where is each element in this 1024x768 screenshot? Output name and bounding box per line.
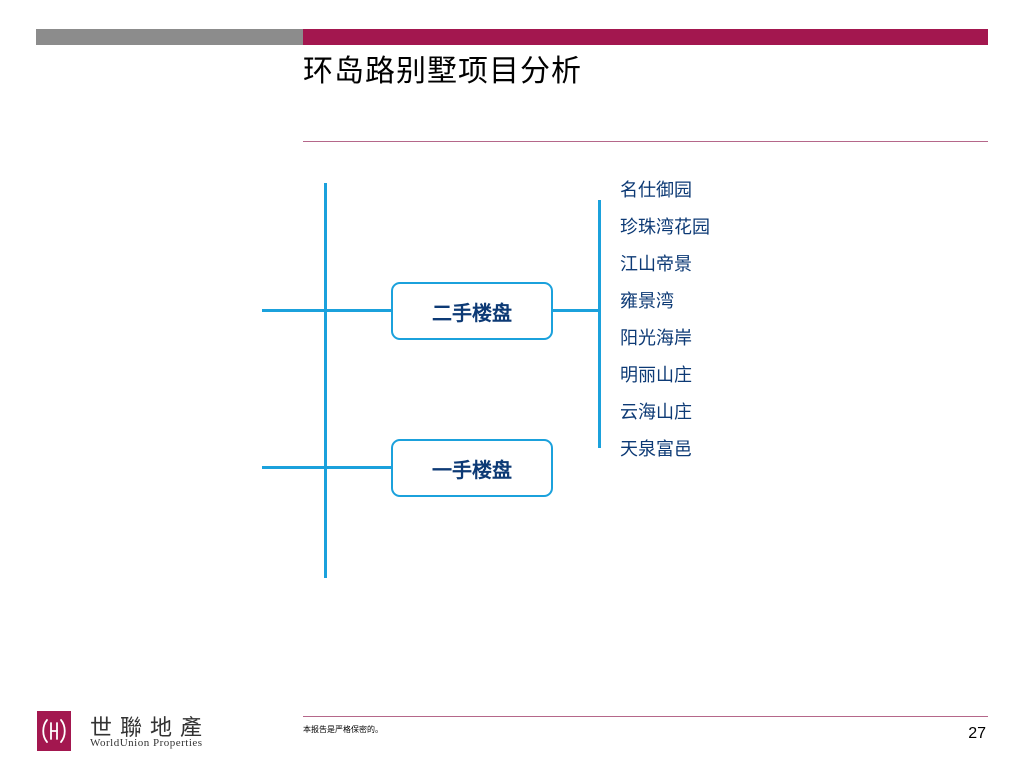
footer-divider [303,716,988,717]
list-item: 雍景湾 [620,291,674,312]
header-bar-brand [303,29,988,45]
second-hand-property-node: 二手楼盘 [391,282,553,340]
first-hand-property-node: 一手楼盘 [391,439,553,497]
first-hand-property-label: 一手楼盘 [432,457,512,482]
branch-connector-second-hand [262,309,392,312]
list-item: 名仕御园 [620,180,692,201]
header-bar-gray [36,29,303,45]
list-item: 珍珠湾花园 [620,217,710,238]
confidential-note: 本报告是严格保密的。 [303,725,383,734]
branch-connector-first-hand [262,466,392,469]
worldunion-logo-icon [37,711,71,751]
connector-to-project-list [552,309,600,312]
company-name-chinese: 世聯地產 [90,716,211,741]
second-hand-property-label: 二手楼盘 [432,300,512,325]
list-item: 天泉富邑 [620,439,692,460]
page-number: 27 [968,725,986,742]
list-item: 阳光海岸 [620,328,692,349]
second-hand-project-list: 名仕御园 珍珠湾花园 江山帝景 雍景湾 阳光海岸 明丽山庄 云海山庄 天泉富邑 [620,176,710,472]
slide-title: 环岛路别墅项目分析 [303,54,582,89]
list-item: 江山帝景 [620,254,692,275]
main-vertical-connector [324,183,327,578]
company-name-english: WorldUnion Properties [90,737,203,749]
list-item: 明丽山庄 [620,365,692,386]
title-divider [303,141,988,142]
list-item: 云海山庄 [620,402,692,423]
project-list-bracket [598,200,601,448]
